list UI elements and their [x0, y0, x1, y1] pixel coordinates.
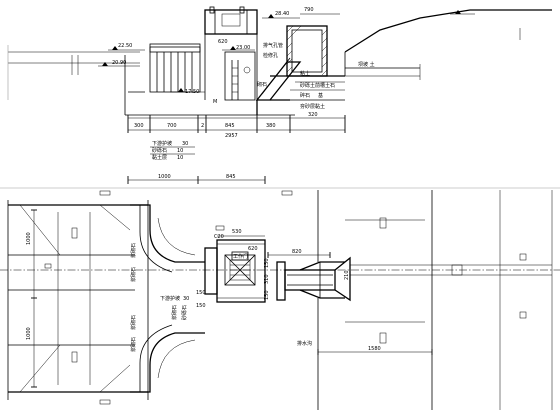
legend-label-2: 黏土层 — [152, 154, 167, 161]
dam-slope — [344, 9, 552, 80]
gate-width-label: 620 — [218, 39, 228, 45]
inner-dim-620: 620 — [248, 246, 258, 252]
note-h: 碎石 — [300, 92, 310, 99]
elevation-mid: 23.00 — [236, 45, 250, 51]
tag-lower-1: 浆砌石 — [130, 315, 137, 330]
bottom-label: 排水沟 — [297, 340, 312, 347]
total-dim: 2957 — [225, 133, 238, 139]
elevation-floor: 17.50 — [185, 89, 199, 95]
plan-top-dims: 1000 845 — [99, 174, 293, 196]
gate-bars — [156, 52, 193, 92]
right-note: 坝坡 土 — [358, 61, 375, 68]
stacked-dim-1: 150 — [264, 258, 270, 268]
dim-300: 300 — [134, 123, 144, 129]
plan-top-dim-2: 845 — [226, 174, 236, 180]
note-e: 砂砾土前槽土石 — [300, 82, 335, 89]
center-col-1: 浆砌石 — [171, 305, 178, 320]
dim-320: 320 — [308, 112, 318, 118]
elevation-top: 28.40 — [275, 11, 289, 17]
plan-view: 1000 845 1000 1000 — [0, 174, 560, 410]
inner-dim-530: 530 — [232, 229, 242, 235]
center-value: 30 — [183, 296, 189, 302]
hoist-house — [204, 6, 258, 100]
inlet-wing-walls: 浆砌石 浆砌石 浆砌石 浆砌石 — [130, 204, 205, 393]
tag-upper-1: 浆砌石 — [130, 243, 137, 258]
right-dim-1580: 1580 — [368, 346, 381, 352]
top-note: 790 — [304, 7, 314, 13]
inner-dim-820: 820 — [292, 249, 302, 255]
dim-845: 845 — [225, 123, 235, 129]
center-label: 下游护坡 — [160, 295, 180, 302]
note-c: 砌石 — [257, 81, 267, 88]
downstream-area — [317, 190, 553, 410]
dim-2: 2 — [201, 123, 204, 129]
tag-lower-2: 浆砌石 — [130, 337, 137, 352]
legend-value-0: 30 — [182, 141, 188, 147]
note-f: 夯砂层黏土 — [300, 103, 325, 110]
plan-top-dim-1: 1000 — [158, 174, 171, 180]
note-d: 粘土 — [300, 70, 310, 77]
dim-700: 700 — [167, 123, 177, 129]
elevation-left-lower: 20.90 — [112, 60, 126, 66]
stacked-dim-3: 150 — [264, 290, 270, 300]
elevation-marker-floor: 17.50 — [170, 88, 205, 95]
note-i: 基 — [318, 92, 323, 99]
section-view: 22.50 20.90 — [7, 6, 552, 161]
material-legend: 下游护坡 30 砂砾石 10 黏土层 10 — [150, 140, 195, 161]
gate-tag: 工作门 — [233, 253, 248, 260]
note-a: 排气孔管 — [263, 42, 283, 49]
legend-value-1: 10 — [177, 148, 183, 154]
plan-inner-dims: 530 620 820 150 150 150 310 150 — [196, 229, 331, 309]
dim-380: 380 — [266, 123, 276, 129]
small-label-1: 150 — [196, 290, 206, 296]
note-b: 检修孔 — [263, 52, 278, 59]
elevation-marker-mid: 23.00 — [222, 45, 255, 51]
legend-label-1: 砂砾石 — [152, 147, 167, 154]
outlet-chamber — [286, 25, 328, 77]
plan-right-dim: 1580 排水沟 210 — [297, 270, 433, 355]
post-label: C20 — [214, 234, 224, 240]
small-label-2: 150 — [196, 303, 206, 309]
section-dimension-row: 300 700 2 845 380 320 2957 — [127, 112, 346, 139]
note-g: M — [213, 99, 217, 105]
side-width: 210 — [344, 270, 350, 280]
plan-gate-structure: 工作门 C20 — [204, 225, 266, 303]
tag-upper-2: 浆砌石 — [130, 267, 137, 282]
elevation-marker-top: 28.40 — [262, 11, 300, 19]
elevation-left-upper: 22.50 — [118, 43, 132, 49]
plan-left-dims: 1000 1000 — [26, 209, 111, 405]
elevation-marker-left-upper: 22.50 — [108, 43, 145, 51]
center-col-2: 砂砾石 — [181, 305, 188, 320]
legend-label-0: 下游护坡 — [152, 140, 172, 147]
left-dim-1: 1000 — [26, 232, 32, 245]
stacked-dim-2: 310 — [264, 274, 270, 284]
elevation-marker-left-lower: 20.90 — [98, 60, 140, 67]
legend-value-2: 10 — [177, 155, 183, 161]
plan-outlet — [276, 256, 351, 302]
left-dim-2: 1000 — [26, 327, 32, 340]
